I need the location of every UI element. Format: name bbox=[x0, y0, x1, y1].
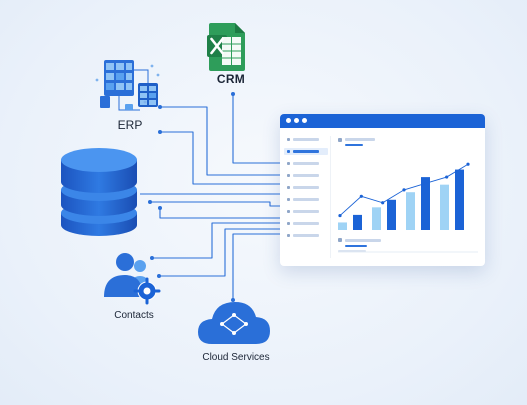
crm-label: CRM bbox=[216, 72, 246, 86]
chart-bar-light bbox=[406, 192, 415, 230]
dashboard-chart bbox=[338, 138, 478, 253]
footer-icon bbox=[338, 238, 342, 242]
chart-bar-dark bbox=[421, 177, 430, 230]
chart-bar-dark bbox=[353, 214, 362, 230]
sidebar-row-text bbox=[293, 162, 319, 165]
sidebar-row[interactable] bbox=[284, 234, 328, 237]
chart-bar-dark bbox=[455, 169, 464, 230]
sidebar-divider bbox=[330, 136, 331, 258]
database-icon bbox=[61, 148, 137, 236]
wire-crm bbox=[232, 94, 284, 164]
sidebar-row[interactable] bbox=[284, 210, 328, 213]
sidebar-row-icon bbox=[287, 222, 290, 225]
chart-header-accent bbox=[345, 144, 363, 146]
chart-bar-light bbox=[338, 222, 347, 230]
contacts-label: Contacts bbox=[114, 310, 154, 321]
sidebar-row[interactable] bbox=[284, 198, 328, 201]
erp-server-icon bbox=[95, 60, 160, 111]
chart-bar-light bbox=[440, 184, 449, 230]
sidebar-row-text bbox=[293, 150, 319, 153]
chart-trend-point bbox=[359, 194, 363, 198]
node-dot bbox=[150, 256, 154, 260]
dashboard-window bbox=[280, 114, 485, 266]
chart-trend-point bbox=[423, 181, 427, 186]
footer-accent bbox=[345, 245, 367, 247]
sidebar-row-icon bbox=[287, 198, 290, 201]
sidebar-row-text bbox=[293, 186, 319, 189]
node-dot bbox=[148, 200, 152, 204]
sidebar-row-icon bbox=[287, 234, 290, 237]
wire-contacts-2 bbox=[159, 228, 284, 277]
cloud-icon bbox=[198, 302, 270, 344]
sidebar-row-icon bbox=[287, 138, 290, 141]
sidebar-row-text bbox=[293, 210, 319, 213]
wire-mid-2 bbox=[159, 208, 284, 219]
sidebar-row[interactable] bbox=[284, 222, 328, 225]
sidebar-row-text bbox=[293, 234, 319, 237]
sidebar-row-icon bbox=[287, 186, 290, 189]
sidebar-row-icon bbox=[287, 174, 290, 177]
window-titlebar bbox=[280, 114, 485, 128]
sidebar-row-icon bbox=[287, 210, 290, 213]
sidebar-row-icon bbox=[287, 150, 290, 153]
crm-spreadsheet-icon bbox=[207, 23, 245, 71]
cloud-services-label: Cloud Services bbox=[202, 352, 270, 363]
chart-trend-point bbox=[338, 213, 342, 218]
contacts-people-icon bbox=[104, 253, 161, 305]
chart-trend-points bbox=[338, 162, 470, 218]
chart-bar-dark bbox=[387, 199, 396, 230]
node-dot bbox=[158, 105, 162, 109]
sidebar-row[interactable] bbox=[284, 162, 328, 165]
sidebar-row[interactable] bbox=[284, 138, 328, 141]
chart-bars bbox=[338, 169, 464, 230]
window-dot bbox=[286, 118, 291, 123]
sidebar-row[interactable] bbox=[284, 148, 328, 155]
node-dot bbox=[231, 92, 235, 96]
sidebar-row[interactable] bbox=[284, 174, 328, 177]
footer-line bbox=[338, 250, 366, 252]
chart-trend-point bbox=[445, 175, 449, 179]
chart-header-bar bbox=[345, 138, 375, 141]
sidebar-row-text bbox=[293, 222, 319, 225]
node-dot bbox=[158, 206, 162, 210]
sidebar-row-text bbox=[293, 138, 319, 141]
chart-trend-point bbox=[466, 162, 470, 166]
node-dot bbox=[231, 298, 235, 302]
sidebar-row-text bbox=[293, 198, 319, 201]
wire-erp-1 bbox=[160, 106, 284, 176]
sidebar-row-text bbox=[293, 174, 319, 177]
window-dot bbox=[294, 118, 299, 123]
footer-bar bbox=[345, 239, 381, 242]
chart-bar-light bbox=[372, 207, 381, 230]
wire-mid-1 bbox=[150, 201, 284, 207]
sidebar-row-icon bbox=[287, 162, 290, 165]
chart-trend-point bbox=[381, 201, 385, 205]
node-dot bbox=[158, 130, 162, 134]
wire-cloud bbox=[232, 233, 284, 300]
window-dot bbox=[302, 118, 307, 123]
wire-erp-2 bbox=[160, 131, 284, 185]
node-dot bbox=[157, 274, 161, 278]
sidebar-row[interactable] bbox=[284, 186, 328, 189]
chart-trend-point bbox=[402, 188, 406, 192]
chart-header-icon bbox=[338, 138, 342, 142]
dashboard-sidebar bbox=[284, 138, 328, 248]
erp-label: ERP bbox=[117, 118, 143, 132]
wire-contacts-1 bbox=[152, 222, 284, 259]
